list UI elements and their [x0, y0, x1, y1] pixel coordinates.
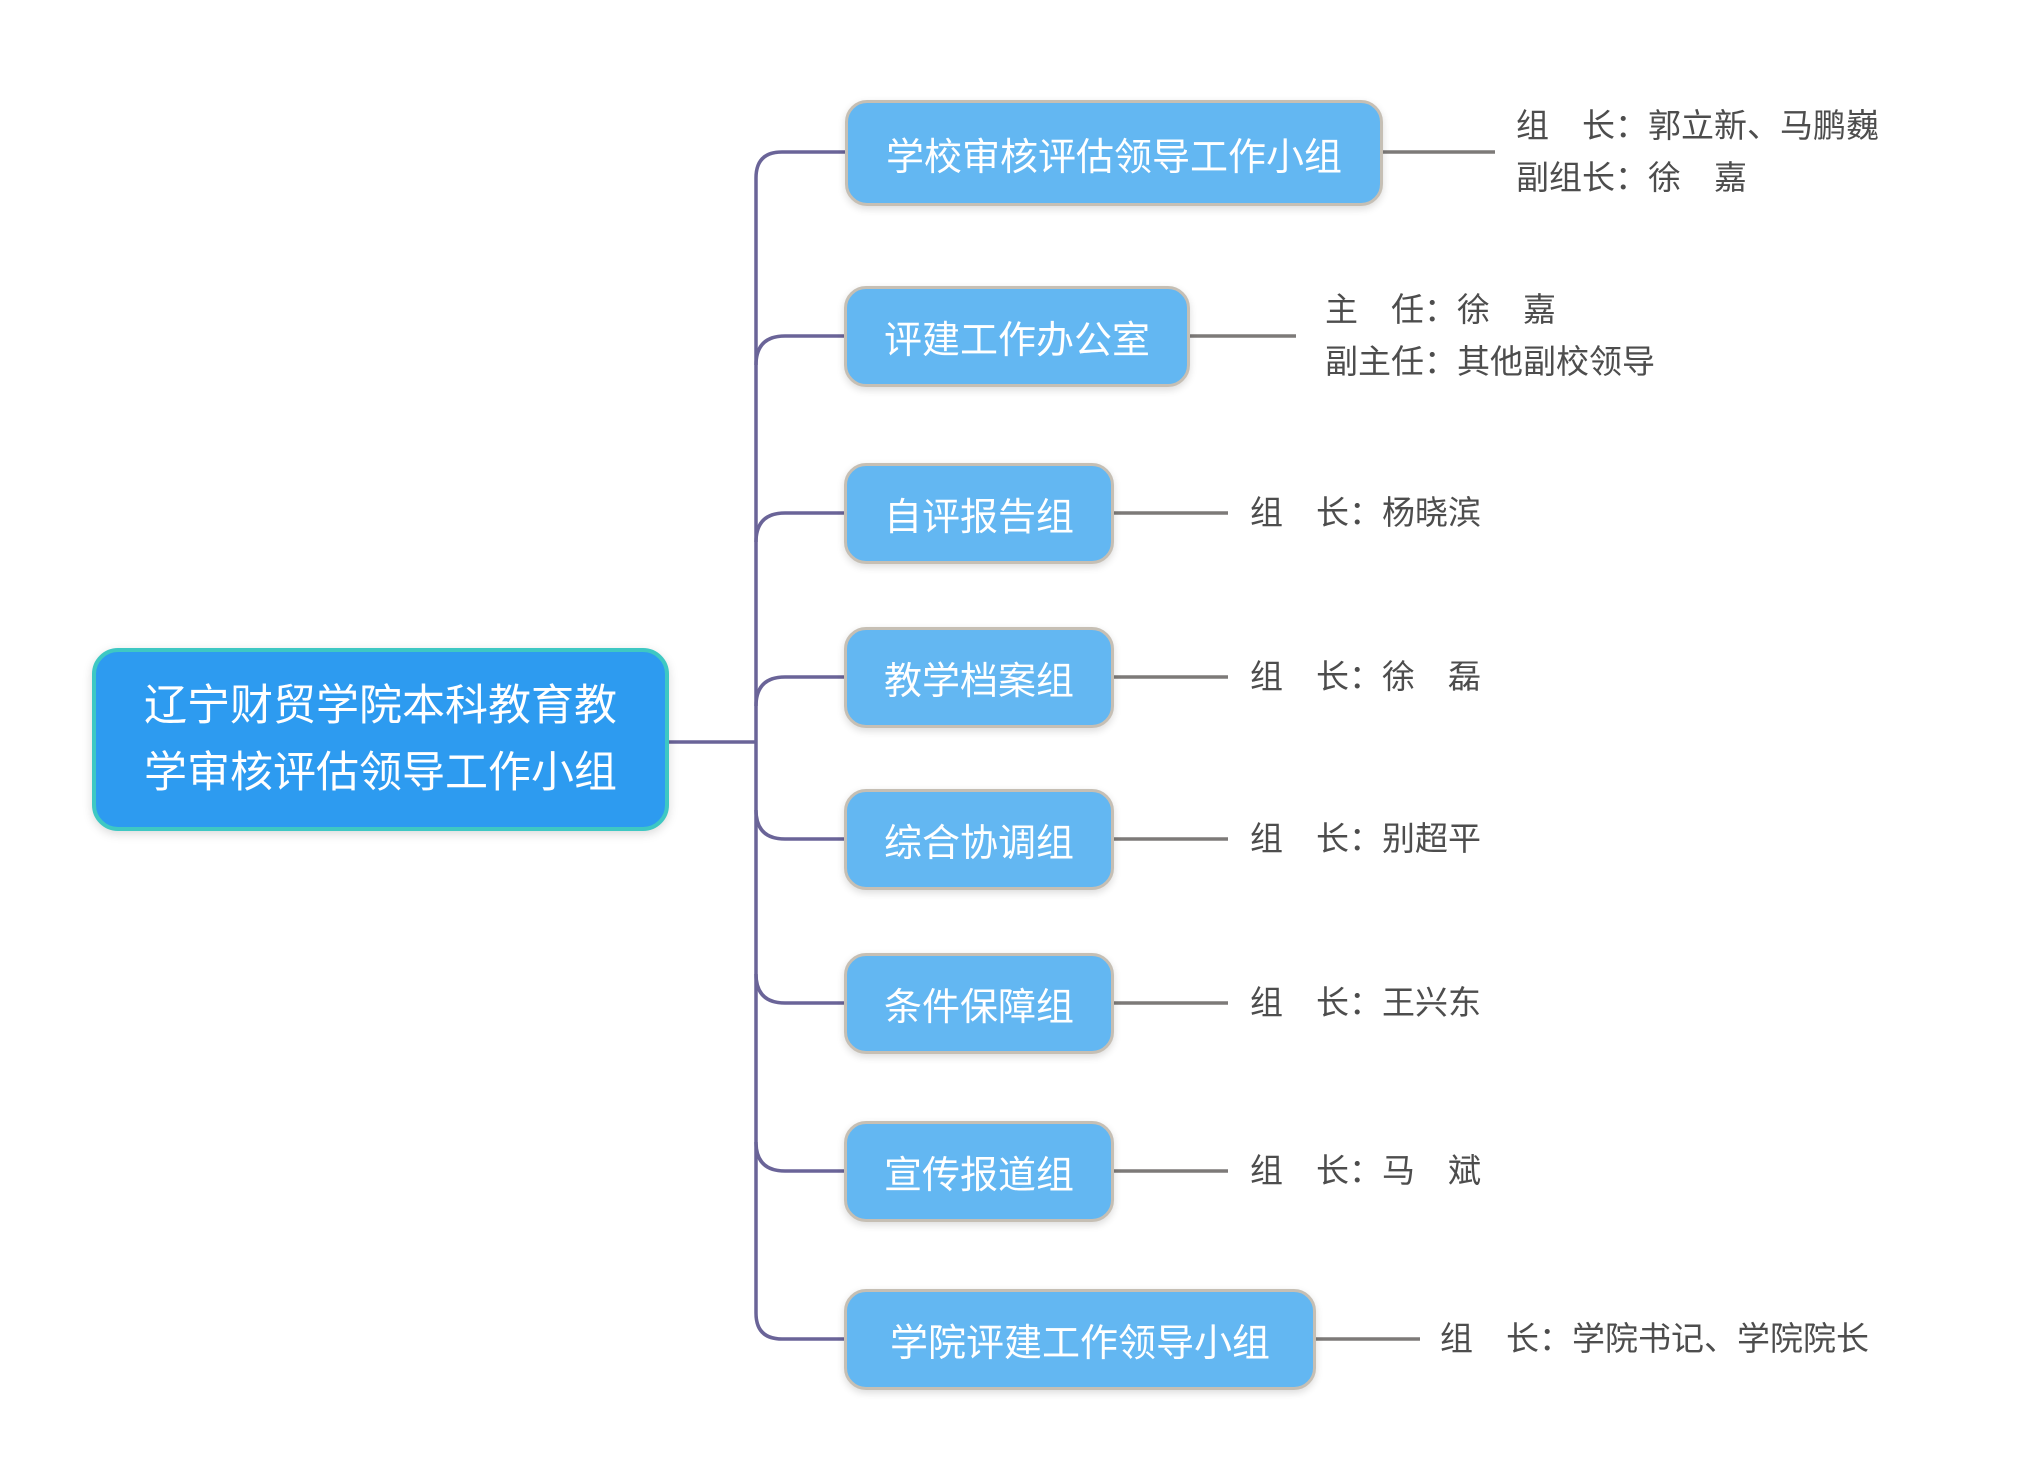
node-support-group[interactable]: 条件保障组	[844, 953, 1114, 1054]
node-details-evaluation-office: 主 任：徐 嘉 副主任：其他副校领导	[1325, 291, 1655, 380]
node-details-school-review-group: 组 长：郭立新、马鹏巍 副组长：徐 嘉	[1516, 107, 1879, 196]
branch-line-node-6	[754, 973, 845, 1005]
branch-line-node-7	[754, 1141, 845, 1173]
node-college-evaluation-group[interactable]: 学院评建工作领导小组	[844, 1289, 1316, 1390]
branch-line-node-3	[754, 511, 845, 543]
node-school-review-group[interactable]: 学校审核评估领导工作小组	[845, 100, 1383, 206]
node-details-support-group: 组 长：王兴东	[1250, 984, 1481, 1021]
node-evaluation-office[interactable]: 评建工作办公室	[844, 286, 1190, 387]
node-details-teaching-archives-group: 组 长：徐 磊	[1250, 658, 1481, 695]
node-details-publicity-group: 组 长：马 斌	[1250, 1152, 1481, 1189]
node-teaching-archives-group[interactable]: 教学档案组	[844, 627, 1114, 728]
branch-line-node-2	[754, 334, 845, 366]
node-details-coordination-group: 组 长：别超平	[1250, 820, 1481, 857]
root-node[interactable]: 辽宁财贸学院本科教育教 学审核评估领导工作小组	[92, 648, 669, 831]
node-self-report-group[interactable]: 自评报告组	[844, 463, 1114, 564]
branch-line-node-5	[754, 809, 845, 841]
branch-line-node-4	[754, 675, 845, 707]
node-details-self-report-group: 组 长：杨晓滨	[1250, 494, 1481, 531]
node-publicity-group[interactable]: 宣传报道组	[844, 1121, 1114, 1222]
node-coordination-group[interactable]: 综合协调组	[844, 789, 1114, 890]
branch-line-trunk	[754, 150, 845, 1341]
node-details-college-evaluation-group: 组 长：学院书记、学院院长	[1440, 1320, 1869, 1357]
